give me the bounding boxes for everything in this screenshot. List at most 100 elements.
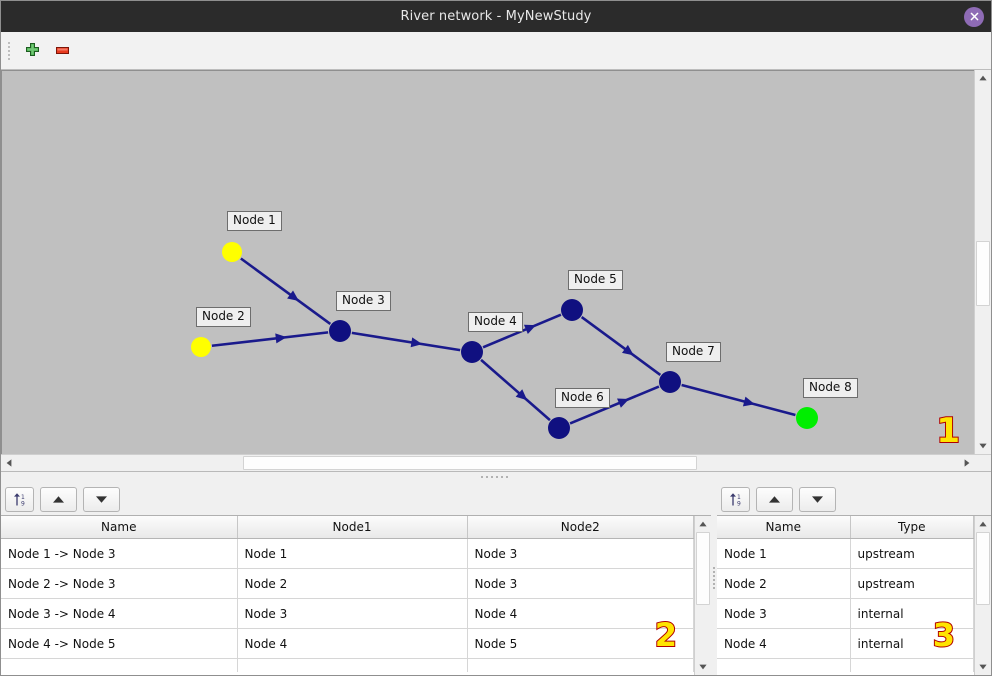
triangle-up-icon xyxy=(699,521,707,527)
table-cell[interactable] xyxy=(717,658,851,672)
column-header[interactable]: Node2 xyxy=(467,516,694,539)
nodes-move-down-button[interactable] xyxy=(799,486,836,512)
vertical-splitter[interactable] xyxy=(711,483,717,675)
links-vscroll-track[interactable] xyxy=(695,532,711,659)
links-scroll-up-button[interactable] xyxy=(695,516,711,532)
network-node[interactable] xyxy=(796,407,818,429)
network-node[interactable] xyxy=(548,417,570,439)
links-sort-button[interactable]: 1 9 xyxy=(5,486,34,512)
table-cell[interactable]: upstream xyxy=(850,568,974,599)
table-cell[interactable] xyxy=(850,658,974,672)
network-node-label[interactable]: Node 4 xyxy=(468,312,523,332)
links-vscroll-thumb[interactable] xyxy=(696,532,710,606)
table-cell[interactable] xyxy=(467,658,694,672)
table-cell[interactable]: Node 1 xyxy=(237,538,468,569)
nodes-move-up-button[interactable] xyxy=(756,486,793,512)
nodes-sort-button[interactable]: 1 9 xyxy=(721,486,750,512)
nodes-vscroll-thumb[interactable] xyxy=(976,532,990,606)
nodes-scroll-down-button[interactable] xyxy=(975,659,991,675)
network-node-label[interactable]: Node 3 xyxy=(336,291,391,311)
table-cell[interactable]: Node 2 xyxy=(717,568,851,599)
column-header[interactable]: Name xyxy=(717,516,851,539)
table-cell[interactable]: Node 4 xyxy=(237,628,468,659)
table-cell[interactable]: Node 3 xyxy=(717,598,851,629)
diagram-vscroll-thumb[interactable] xyxy=(976,240,990,307)
table-cell[interactable]: Node 3 xyxy=(467,538,694,569)
column-header[interactable]: Name xyxy=(1,516,238,539)
table-cell[interactable]: Node 1 xyxy=(717,538,851,569)
diagram-vscroll-track[interactable] xyxy=(975,86,991,438)
nodes-scroll-up-button[interactable] xyxy=(975,516,991,532)
network-edge[interactable] xyxy=(681,383,796,417)
table-cell[interactable]: Node 4 xyxy=(467,598,694,629)
scroll-left-button[interactable] xyxy=(1,455,17,471)
links-vertical-scrollbar[interactable]: 2 xyxy=(654,516,711,675)
network-node-label[interactable]: Node 1 xyxy=(227,211,282,231)
diagram-hscroll-thumb[interactable] xyxy=(243,456,698,470)
links-scroll-down-button[interactable] xyxy=(695,659,711,675)
network-edge[interactable] xyxy=(211,331,329,348)
network-edge[interactable] xyxy=(351,331,461,352)
scroll-up-button[interactable] xyxy=(975,70,991,86)
table-row-blank[interactable] xyxy=(1,658,694,672)
network-node[interactable] xyxy=(561,299,583,321)
network-edge[interactable] xyxy=(580,316,662,376)
table-cell[interactable]: Node 1 -> Node 3 xyxy=(1,538,238,569)
table-cell[interactable]: Node 3 xyxy=(237,598,468,629)
diagram-vertical-scrollbar[interactable] xyxy=(974,70,991,454)
table-cell[interactable]: Node 3 xyxy=(467,568,694,599)
network-canvas[interactable]: Node 1 Node 2 Node 3 Node 4 Node 5 Node 6 Node… xyxy=(1,70,974,454)
diagram-horizontal-scrollbar[interactable] xyxy=(1,454,991,471)
diagram-hscroll-track[interactable] xyxy=(17,455,959,471)
table-cell[interactable]: upstream xyxy=(850,538,974,569)
table-cell[interactable]: Node 4 -> Node 5 xyxy=(1,628,238,659)
table-cell[interactable]: internal xyxy=(850,628,974,659)
network-node-label[interactable]: Node 6 xyxy=(555,388,610,408)
network-edge[interactable] xyxy=(480,358,551,422)
toolbar-drag-handle[interactable] xyxy=(5,40,14,62)
delete-node-button[interactable] xyxy=(47,36,77,66)
network-node-label[interactable]: Node 2 xyxy=(196,307,251,327)
table-row-blank[interactable] xyxy=(717,658,974,672)
scroll-down-button[interactable] xyxy=(975,438,991,454)
links-move-down-button[interactable] xyxy=(83,486,120,512)
network-node[interactable] xyxy=(191,337,211,357)
table-cell[interactable]: Node 2 -> Node 3 xyxy=(1,568,238,599)
column-header[interactable]: Node1 xyxy=(237,516,468,539)
network-edge[interactable] xyxy=(240,257,332,325)
network-node[interactable] xyxy=(222,242,242,262)
close-button[interactable] xyxy=(964,6,984,27)
table-cell[interactable]: Node 5 xyxy=(467,628,694,659)
table-cell[interactable] xyxy=(1,658,238,672)
scroll-right-button[interactable] xyxy=(959,455,975,471)
nodes-vscroll-track[interactable] xyxy=(975,532,991,659)
network-node-label[interactable]: Node 8 xyxy=(803,378,858,398)
table-cell[interactable]: internal xyxy=(850,598,974,629)
network-node-label[interactable]: Node 5 xyxy=(568,270,623,290)
network-node-label[interactable]: Node 7 xyxy=(666,342,721,362)
nodes-vertical-scrollbar[interactable]: 3 xyxy=(932,516,991,675)
table-cell[interactable]: Node 2 xyxy=(237,568,468,599)
column-header[interactable]: Type xyxy=(850,516,974,539)
network-node[interactable] xyxy=(461,341,483,363)
network-edge[interactable] xyxy=(569,385,660,425)
links-move-up-button[interactable] xyxy=(40,486,77,512)
network-node[interactable] xyxy=(329,320,351,342)
network-node[interactable] xyxy=(659,371,681,393)
add-node-button[interactable] xyxy=(17,36,47,66)
table-cell[interactable]: Node 4 xyxy=(717,628,851,659)
table-cell[interactable] xyxy=(237,658,468,672)
horizontal-splitter[interactable] xyxy=(1,471,991,483)
table-cell[interactable]: Node 3 -> Node 4 xyxy=(1,598,238,629)
